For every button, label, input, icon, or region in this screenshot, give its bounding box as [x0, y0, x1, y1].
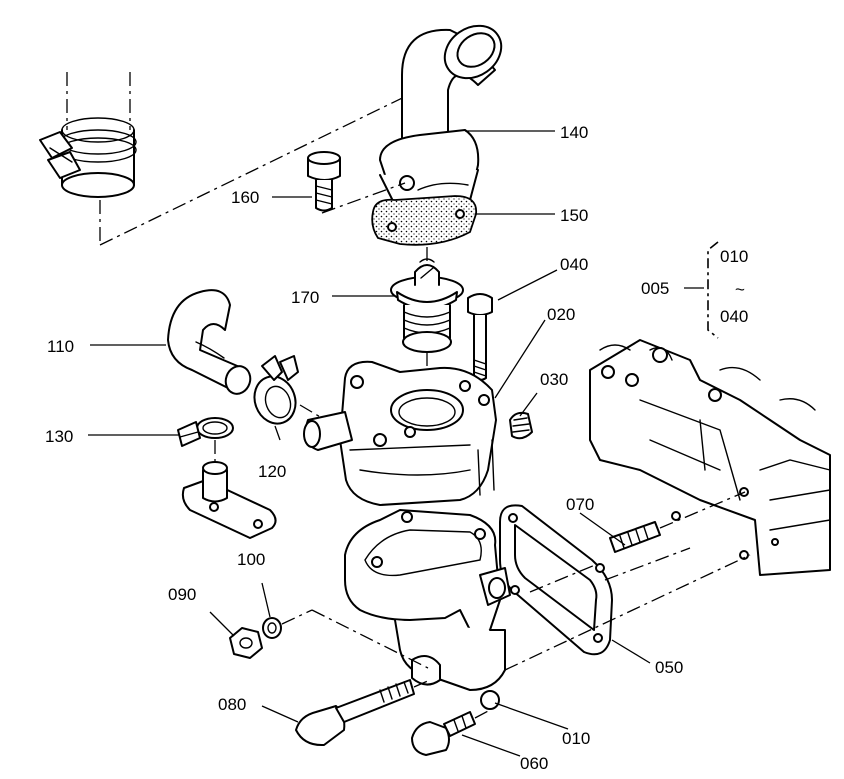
- plug-030: [509, 411, 533, 440]
- label-120: 120: [258, 462, 286, 481]
- label-050: 050: [655, 658, 683, 677]
- stud-070: [609, 491, 746, 553]
- label-140: 140: [560, 123, 588, 142]
- washer-100: [262, 617, 282, 639]
- label-160: 160: [231, 188, 259, 207]
- label-060: 060: [520, 754, 548, 773]
- label-020: 020: [547, 305, 575, 324]
- label-130: 130: [45, 427, 73, 446]
- bolt-080: [295, 679, 431, 747]
- outlet-gasket-150: [371, 195, 478, 262]
- label-030: 030: [540, 370, 568, 389]
- label-005: 005: [641, 279, 669, 298]
- bolt-060: [411, 709, 491, 756]
- label-150: 150: [560, 206, 588, 225]
- label-070: 070: [566, 495, 594, 514]
- hose-clamp-120: [253, 355, 323, 425]
- label-170: 170: [291, 288, 319, 307]
- bypass-hose-110: [167, 289, 252, 395]
- label-100: 100: [237, 550, 265, 569]
- label-range-from: 010: [720, 247, 748, 266]
- leader-lines: [88, 130, 651, 757]
- label-010: 010: [562, 729, 590, 748]
- water-flange-010: [344, 509, 511, 710]
- label-range-tilde: ~: [735, 280, 745, 299]
- nut-090: [229, 627, 263, 659]
- cylinder-head: [589, 339, 831, 576]
- hose-clip-130: [177, 417, 234, 465]
- bolt-040: [467, 293, 493, 400]
- radiator-hose: [39, 47, 506, 246]
- label-110: 110: [47, 337, 74, 356]
- label-range-to: 040: [720, 307, 748, 326]
- thermostat-170: [390, 258, 464, 415]
- housing-gasket-050: [499, 504, 613, 656]
- label-090: 090: [168, 585, 196, 604]
- bypass-pipe: [181, 461, 277, 539]
- bolt-160: [307, 151, 341, 212]
- water-outlet-elbow-140: [321, 24, 503, 214]
- label-080: 080: [218, 695, 246, 714]
- range-note: 005 010 ~ 040: [641, 241, 748, 339]
- thermostat-housing-020: [303, 360, 497, 506]
- label-040: 040: [560, 255, 588, 274]
